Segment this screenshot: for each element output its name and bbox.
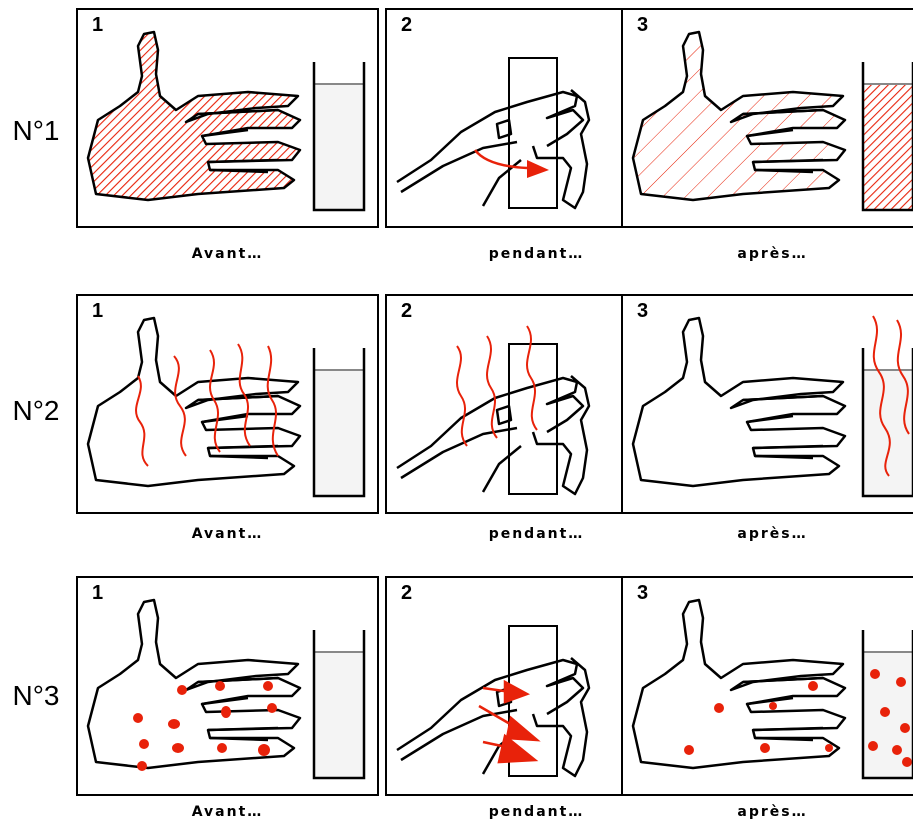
panel-1-1: 1 (76, 8, 379, 228)
hand-after-illustration (623, 296, 913, 514)
panel-1-3: 3 (621, 8, 913, 228)
row-label-1: N°1 (4, 115, 68, 147)
panel-3-1: 1 (76, 576, 379, 796)
panel-3-3: 3 (621, 576, 913, 796)
hand-after-illustration (623, 10, 913, 228)
caption-after: après… (621, 804, 913, 820)
caption-before: Avant… (76, 526, 379, 542)
panel-2-1: 1 (76, 294, 379, 514)
hand-with-dots-illustration (78, 578, 379, 796)
particles (684, 681, 833, 755)
panel-2-3: 3 (621, 294, 913, 514)
row-label-2: N°2 (4, 395, 68, 427)
soap-bar (509, 58, 557, 208)
hand-hatched-illustration (78, 10, 379, 228)
caption-before: Avant… (76, 804, 379, 820)
hand-with-germs-illustration (78, 296, 379, 514)
caption-after: après… (621, 246, 913, 262)
caption-after: après… (621, 526, 913, 542)
caption-before: Avant… (76, 246, 379, 262)
row-label-3: N°3 (4, 680, 68, 712)
hand-after-illustration (623, 578, 913, 796)
